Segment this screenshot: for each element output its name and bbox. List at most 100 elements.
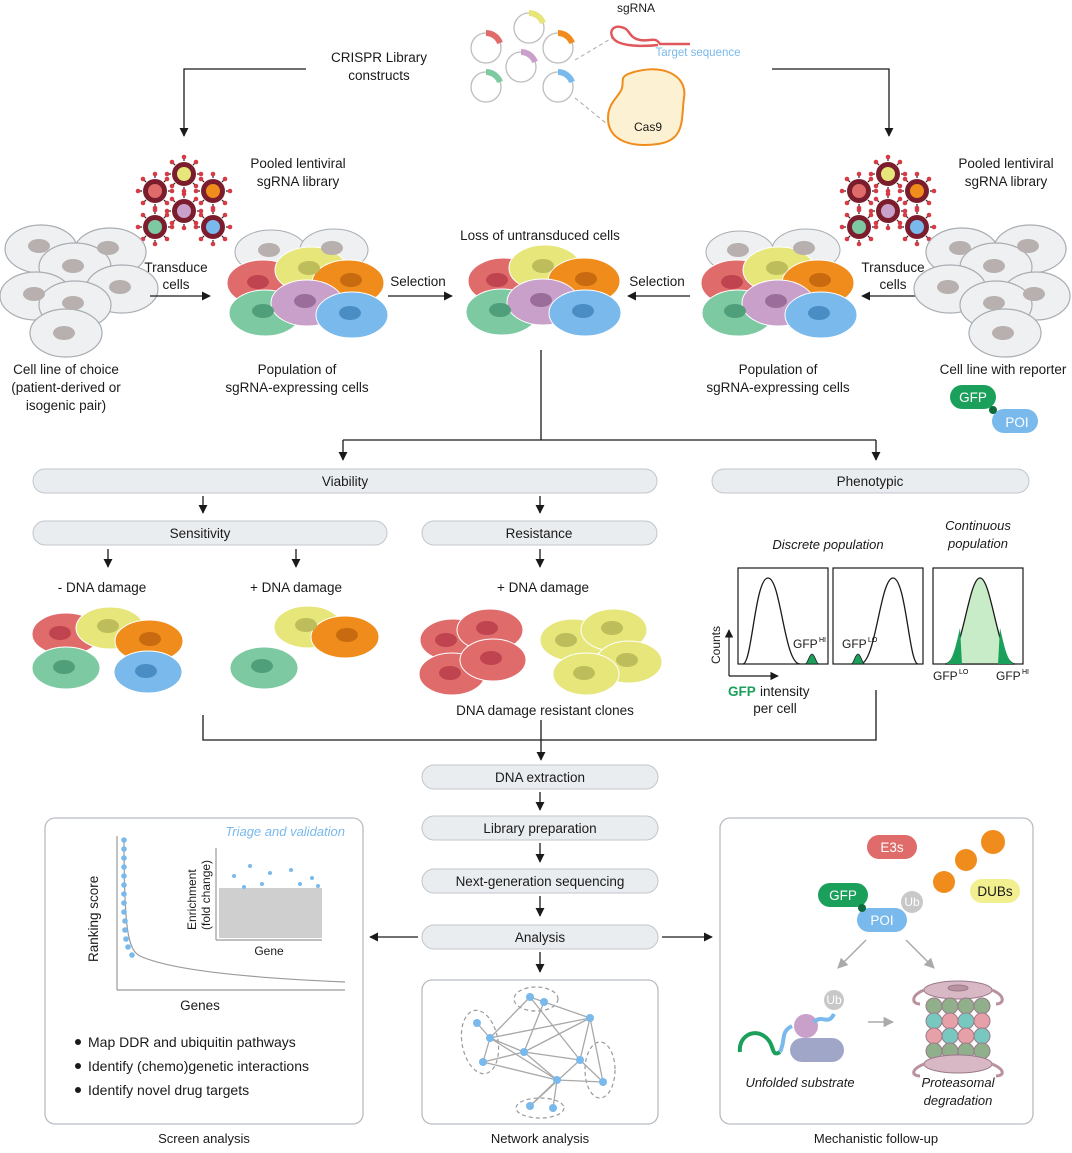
ub-label-2: Ub (826, 993, 842, 1007)
screen-analysis-panel: Triage and validation Ranking score Gene… (44, 817, 364, 1125)
gfp-hi-label-2: GFP (996, 669, 1021, 683)
gfp-lo-label-2: GFP (933, 669, 958, 683)
left-population-line1: Population of (258, 362, 337, 377)
library-label-line2: constructs (348, 68, 410, 83)
left-cellline-line1: Cell line of choice (13, 362, 119, 377)
sensitivity-label: Sensitivity (170, 526, 231, 541)
left-transduce-line1: Transduce (144, 260, 207, 275)
plus-dna-damage-label-2: + DNA damage (497, 580, 589, 595)
reporter-label: Cell line with reporter (940, 362, 1067, 377)
triage-label: Triage and validation (225, 824, 345, 839)
proteasome (912, 980, 1004, 1078)
sgrna-label: sgRNA (617, 1, 655, 15)
crispr-library-constructs: CRISPR Library constructs sgRNA Target s… (331, 1, 741, 146)
plus-dna-damage-label-1: + DNA damage (250, 580, 342, 595)
right-selection-label: Selection (629, 274, 685, 289)
left-selection-label: Selection (390, 274, 446, 289)
continuous-line1: Continuous (945, 518, 1011, 533)
left-pooled-line1: Pooled lentiviral (250, 156, 345, 171)
enrichment-line2: (fold change) (199, 860, 213, 930)
enrichment-line1: Enrichment (185, 869, 199, 930)
gfp-hi-sup-1: HI (819, 637, 826, 644)
ranking-score-label: Ranking score (86, 876, 101, 962)
ub-label-1: Ub (904, 895, 920, 909)
enrichment-hits (232, 864, 320, 889)
viability-label: Viability (322, 474, 369, 489)
loss-untransduced-label: Loss of untransduced cells (460, 228, 620, 243)
ngs-label: Next-generation sequencing (456, 874, 625, 889)
e3s-label: E3s (880, 840, 904, 855)
bullet-3: Identify novel drug targets (88, 1082, 249, 1098)
cas9-label: Cas9 (634, 120, 662, 134)
unfolded-substrate-label: Unfolded substrate (745, 1075, 854, 1090)
right-virus-library (839, 154, 937, 247)
left-pooled-line2: sgRNA library (257, 174, 340, 189)
pipeline-step-library-prep: Library preparation (421, 815, 659, 841)
mech-gfp-label: GFP (829, 888, 857, 903)
dna-extraction-label: DNA extraction (495, 770, 585, 785)
sgrna-shape (610, 25, 690, 48)
network-analysis-footer: Network analysis (491, 1131, 590, 1146)
unfolded-substrate: Ub (737, 990, 844, 1062)
resistant-clones-red (418, 608, 527, 696)
pipeline-step-analysis: Analysis (421, 924, 659, 950)
resistance-label: Resistance (506, 526, 573, 541)
gfp-intensity-label: intensity (760, 684, 810, 699)
genes-label: Genes (180, 998, 220, 1013)
network-nodes (473, 993, 607, 1112)
ubiquitin-chain: Ub (901, 830, 1005, 913)
mechanistic-footer: Mechanistic follow-up (814, 1131, 938, 1146)
dubs-label: DUBs (977, 884, 1013, 899)
gfp-lo-sup-2: LO (959, 669, 969, 676)
continuous-line2: population (947, 536, 1008, 551)
mech-poi-label: POI (870, 913, 893, 928)
right-population-cluster (700, 228, 858, 339)
right-population-line2: sgRNA-expressing cells (706, 380, 850, 395)
bullet-2: Identify (chemo)genetic interactions (88, 1058, 309, 1074)
left-cell-line-cluster (0, 224, 159, 358)
cas9-shape (606, 68, 686, 146)
resistant-clones-label: DNA damage resistant clones (456, 703, 634, 718)
resistance-pill: Resistance (421, 520, 658, 546)
gfp-hi-sup-2: HI (1022, 669, 1029, 676)
continuous-histogram: GFP LO GFP HI (932, 567, 1029, 683)
right-transduce-line1: Transduce (861, 260, 924, 275)
sensitivity-pill: Sensitivity (32, 520, 388, 546)
analysis-label: Analysis (515, 930, 566, 945)
right-population-line1: Population of (739, 362, 818, 377)
gfp-intensity-gfp: GFP (728, 684, 756, 699)
enrichment-scatter-cloud (219, 888, 322, 938)
phenotypic-pill: Phenotypic (711, 468, 1030, 494)
proteasomal-line2: degradation (924, 1093, 993, 1108)
ranking-points (121, 837, 135, 958)
library-label-line1: CRISPR Library (331, 50, 427, 65)
viability-pill: Viability (32, 468, 658, 494)
right-cell-line-cluster (913, 224, 1071, 358)
discrete-histogram-hi: GFP HI (737, 567, 829, 665)
gfp-poi-reporter: POI GFP (950, 385, 1038, 433)
left-cellline-line3: isogenic pair) (26, 398, 106, 413)
right-pooled-line2: sgRNA library (965, 174, 1048, 189)
phenotypic-label: Phenotypic (837, 474, 904, 489)
left-population-line2: sgRNA-expressing cells (225, 380, 369, 395)
pipeline-step-dna-extraction: DNA extraction (421, 764, 659, 790)
counts-label: Counts (709, 626, 723, 664)
target-sequence-label: Target sequence (655, 47, 740, 59)
screen-analysis-footer: Screen analysis (158, 1131, 250, 1146)
pipeline-step-ngs: Next-generation sequencing (421, 868, 659, 894)
library-prep-label: Library preparation (483, 821, 596, 836)
bullet-1: Map DDR and ubiquitin pathways (88, 1034, 296, 1050)
center-population-cluster (465, 244, 622, 337)
per-cell-label: per cell (753, 701, 797, 716)
discrete-population-label: Discrete population (772, 537, 883, 552)
plasmid-icons (470, 10, 575, 103)
gfp-lo-label-1: GFP (842, 637, 867, 651)
network-analysis-panel (421, 979, 659, 1125)
discrete-histogram-lo: GFP LO (832, 567, 924, 665)
gfp-lo-sup-1: LO (868, 637, 878, 644)
right-transduce-line2: cells (879, 277, 906, 292)
reporter-gfp-label: GFP (959, 390, 987, 405)
right-pooled-line1: Pooled lentiviral (958, 156, 1053, 171)
left-transduce-line2: cells (162, 277, 189, 292)
